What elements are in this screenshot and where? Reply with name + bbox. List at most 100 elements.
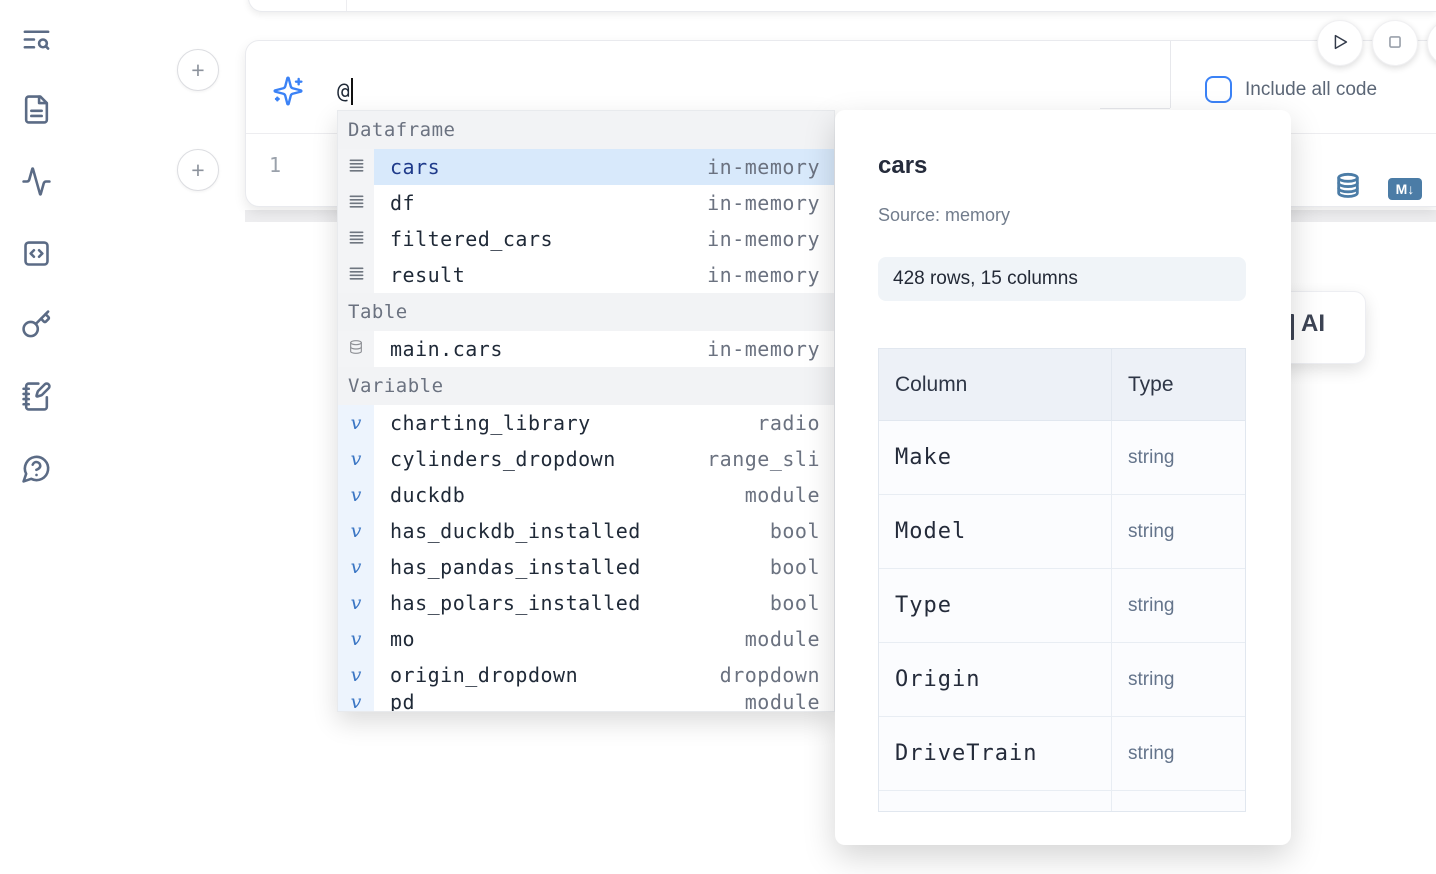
autocomplete-row[interactable]: v has_polars_installed bool	[338, 585, 834, 621]
sidebar-item-files[interactable]	[19, 95, 53, 129]
autocomplete-item-name: cylinders_dropdown	[390, 447, 616, 471]
include-all-code-label: Include all code	[1245, 78, 1378, 100]
autocomplete-row[interactable]: v main.cars in-memory	[338, 331, 834, 367]
autocomplete-item-name: has_polars_installed	[390, 591, 641, 615]
autocomplete-item-name: origin_dropdown	[390, 663, 579, 687]
run-cell-button[interactable]	[1317, 20, 1363, 66]
text-cursor	[350, 77, 353, 105]
stop-icon	[1384, 31, 1406, 56]
autocomplete-item-gutter: v	[338, 441, 374, 477]
column-name-cell: Model	[879, 495, 1112, 568]
autocomplete-row[interactable]: Table v	[338, 293, 834, 331]
autocomplete-item-type: module	[744, 483, 820, 507]
autocomplete-item-gutter: v	[338, 331, 374, 367]
variable-icon: v	[350, 448, 362, 470]
autocomplete-row[interactable]: v charting_library radio	[338, 405, 834, 441]
column-type-cell: string	[1128, 520, 1175, 542]
variable-icon: v	[350, 520, 362, 542]
line-number: 1	[269, 153, 282, 177]
help-chat-icon	[21, 453, 52, 489]
add-cell-button-bottom[interactable]: +	[177, 149, 219, 191]
autocomplete-row[interactable]: v pd module	[338, 693, 834, 711]
autocomplete-row[interactable]: v duckdb module	[338, 477, 834, 513]
variable-icon: v	[350, 664, 362, 686]
autocomplete-item-name: result	[390, 263, 466, 287]
autocomplete-item-gutter: v	[338, 585, 374, 621]
autocomplete-item-name: filtered_cars	[390, 227, 554, 251]
rows-icon	[348, 157, 365, 178]
sidebar-item-secrets[interactable]	[19, 310, 53, 344]
stop-cell-button[interactable]	[1372, 20, 1418, 66]
rows-icon	[348, 265, 365, 286]
clipped-letter	[1290, 314, 1294, 340]
sidebar-item-toc[interactable]	[19, 25, 53, 59]
ai-input-bottom-edge	[1100, 108, 1170, 109]
autocomplete-item-gutter: v	[338, 221, 374, 257]
column-name-cell: DriveTrain	[879, 717, 1112, 790]
play-icon	[1329, 31, 1351, 56]
ai-prompt-value: @	[337, 79, 350, 103]
include-all-code-toggle[interactable]: Include all code	[1205, 76, 1377, 103]
variable-icon: v	[350, 592, 362, 614]
database-icon[interactable]	[1334, 171, 1362, 206]
column-type-cell: string	[1128, 668, 1175, 690]
autocomplete-row[interactable]: v filtered_cars in-memory	[338, 221, 834, 257]
autocomplete-row[interactable]: v df in-memory	[338, 185, 834, 221]
autocomplete-row[interactable]: v origin_dropdown dropdown	[338, 657, 834, 693]
column-name-cell: Origin	[879, 643, 1112, 716]
autocomplete-item-gutter: v	[338, 657, 374, 693]
autocomplete-row[interactable]: v cars in-memory	[338, 149, 834, 185]
toc-search-icon	[21, 24, 52, 60]
add-cell-button-top[interactable]: +	[177, 49, 219, 91]
table-database-icon	[348, 339, 364, 359]
autocomplete-item-gutter: v	[338, 149, 374, 185]
autocomplete-item-gutter: v	[338, 621, 374, 657]
autocomplete-item-type: in-memory	[707, 155, 820, 179]
ai-prompt-input[interactable]: @	[337, 73, 1157, 109]
autocomplete-row[interactable]: Variable v	[338, 367, 834, 405]
left-sidebar	[0, 0, 70, 874]
autocomplete-item-name: mo	[390, 627, 416, 651]
table-row: DriveTrain string	[879, 717, 1245, 791]
sidebar-item-snippets[interactable]	[19, 239, 53, 273]
autocomplete-row[interactable]: Dataframe v	[338, 111, 834, 149]
ai-row-divider	[1170, 41, 1171, 108]
autocomplete-item-type: in-memory	[707, 191, 820, 215]
autocomplete-item-gutter: v	[338, 693, 374, 711]
autocomplete-item-gutter: v	[338, 513, 374, 549]
autocomplete-item-type: radio	[757, 411, 820, 435]
preview-shape-badge: 428 rows, 15 columns	[878, 257, 1246, 301]
autocomplete-row[interactable]: v mo module	[338, 621, 834, 657]
autocomplete-item-type: in-memory	[707, 227, 820, 251]
autocomplete-section-header: Table	[348, 301, 408, 323]
sidebar-item-activity[interactable]	[19, 167, 53, 201]
table-row: Origin string	[879, 643, 1245, 717]
autocomplete-row[interactable]: v has_pandas_installed bool	[338, 549, 834, 585]
include-all-code-checkbox[interactable]	[1205, 76, 1232, 103]
autocomplete-item-type: in-memory	[707, 263, 820, 287]
markdown-icon[interactable]: M↓	[1388, 177, 1422, 200]
variable-icon: v	[350, 556, 362, 578]
autocomplete-row[interactable]: v cylinders_dropdown range_sli	[338, 441, 834, 477]
column-header: Column	[879, 349, 1112, 420]
autocomplete-item-name: main.cars	[390, 337, 503, 361]
autocomplete-row[interactable]: v result in-memory	[338, 257, 834, 293]
autocomplete-item-type: dropdown	[719, 663, 820, 687]
autocomplete-item-name: pd	[390, 693, 416, 711]
sidebar-item-help[interactable]	[19, 454, 53, 488]
autocomplete-item-type: in-memory	[707, 337, 820, 361]
sparkles-icon	[272, 75, 304, 107]
sidebar-item-scratchpad[interactable]	[19, 382, 53, 416]
autocomplete-dropdown: Dataframe v v	[337, 110, 835, 712]
variable-icon: v	[350, 484, 362, 506]
autocomplete-item-name: duckdb	[390, 483, 466, 507]
code-snippet-icon	[21, 238, 52, 274]
preview-schema-table: Column Type Make string Model string Typ…	[878, 348, 1246, 812]
column-type-cell: string	[1128, 446, 1175, 468]
column-type-cell	[1112, 791, 1245, 811]
table-row	[879, 791, 1245, 811]
previous-cell-bottom	[248, 0, 1436, 12]
autocomplete-item-gutter: v	[338, 405, 374, 441]
autocomplete-row[interactable]: v has_duckdb_installed bool	[338, 513, 834, 549]
code-editor-row[interactable]: 1 M↓	[246, 135, 1436, 206]
